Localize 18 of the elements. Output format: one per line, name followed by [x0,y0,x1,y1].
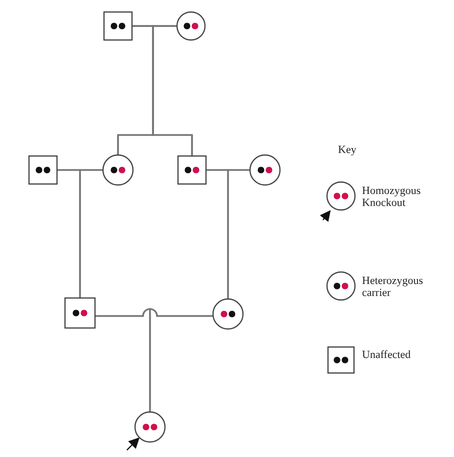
male-symbol [64,297,96,329]
male-symbol [28,155,58,185]
key-heading: Key [338,144,356,156]
legend-label: Heterozygous carrier [362,275,424,299]
female-symbol [212,298,244,330]
descent-line [149,308,213,412]
descent-line [152,25,193,156]
female-symbol [249,154,281,186]
female-symbol [176,11,206,41]
descent-line [227,169,250,299]
legend-label: Unaffected [362,349,412,361]
descent-line [79,169,103,298]
male-symbol [177,155,207,185]
proband-arrow [126,437,140,451]
female-symbol [134,411,166,443]
female-symbol [102,154,134,186]
male-symbol [103,11,133,41]
legend-label: Homozygous Knockout [362,185,422,209]
